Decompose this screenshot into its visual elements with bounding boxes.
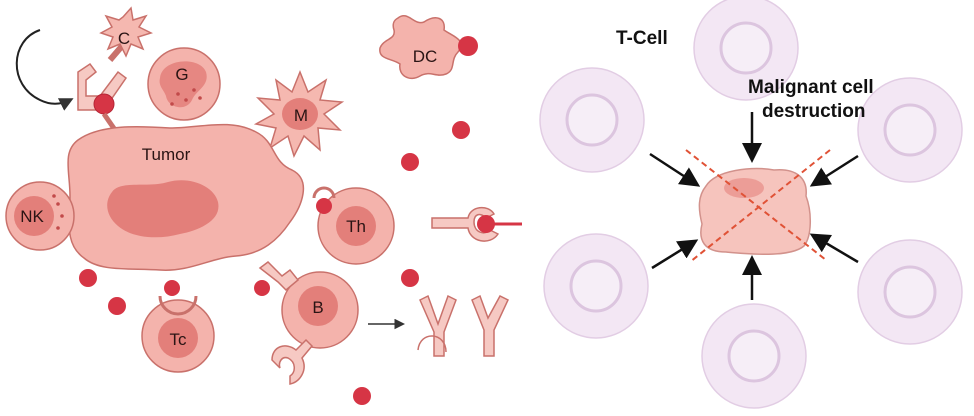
antigen-dot <box>401 269 419 287</box>
macrophage-cell: M <box>253 69 345 159</box>
macrophage-label: M <box>294 106 308 125</box>
cytotoxic-t-cell: Tc <box>141 280 215 373</box>
antigen-dot <box>108 297 126 315</box>
t-cell-label: T-Cell <box>616 28 668 49</box>
antigen-dot <box>401 153 419 171</box>
complement-cell: C <box>99 6 154 58</box>
t-cell-upper-left <box>539 67 645 173</box>
granulocyte-label: G <box>175 65 188 84</box>
antibody-complement <box>77 44 128 142</box>
malignant-cell <box>685 149 831 263</box>
b-cell-label: B <box>312 298 323 317</box>
natural-killer-label: NK <box>20 207 44 226</box>
attack-arrows <box>649 112 859 300</box>
antigen-dot <box>79 269 97 287</box>
arrow-icon <box>809 233 859 264</box>
t-cell-lower-left <box>543 233 649 339</box>
right-panel: T-Cell Malignant cell destruction <box>539 0 963 409</box>
antibody-free-2 <box>471 294 509 357</box>
complement-label: C <box>118 29 130 48</box>
antibody-free-1 <box>417 294 457 357</box>
t-cell-lower-right <box>857 239 963 345</box>
antigen-dot <box>353 387 371 405</box>
t-cell-bottom <box>701 303 807 409</box>
destruction-label-line2: destruction <box>762 101 865 122</box>
tumor-cell: Tumor <box>67 123 305 271</box>
left-panel: C G M DC Tumor <box>5 6 522 405</box>
curved-arrow-icon <box>15 29 74 111</box>
dendritic-cell-label: DC <box>413 47 438 66</box>
arrow-icon <box>649 152 701 187</box>
helper-t-cell: Th <box>312 186 395 265</box>
t-cell-upper-right <box>857 77 963 183</box>
t-cell-top <box>693 0 799 101</box>
helper-t-label: Th <box>346 217 366 236</box>
destruction-label-line1: Malignant cell <box>748 77 874 98</box>
cytotoxic-t-label: Tc <box>170 330 188 349</box>
antigen-dot <box>458 36 478 56</box>
arrow-icon <box>809 154 859 187</box>
granulocyte-cell: G <box>147 47 221 121</box>
dendritic-cell: DC <box>379 15 462 80</box>
arrow-icon <box>651 239 699 270</box>
receptor-antigen <box>431 206 522 242</box>
tumor-label: Tumor <box>142 145 191 164</box>
antigen-dots <box>79 36 478 405</box>
natural-killer-cell: NK <box>5 181 75 251</box>
b-cell: B <box>254 261 359 385</box>
antigen-dot <box>452 121 470 139</box>
